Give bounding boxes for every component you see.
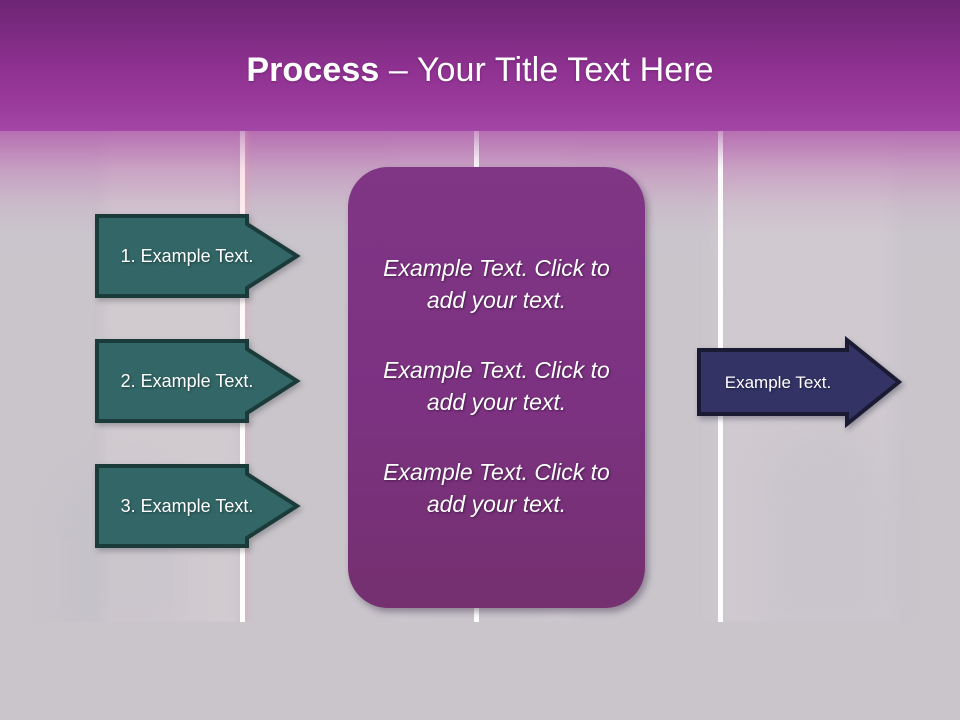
page-title: Process – Your Title Text Here	[0, 49, 960, 91]
right-arrow-icon	[697, 335, 903, 429]
detail-panel-paragraph: Example Text. Click to add your text.	[383, 458, 610, 517]
process-step-arrow-3[interactable]: 3. Example Text.	[95, 464, 301, 548]
process-step-arrow-2[interactable]: 2. Example Text.	[95, 339, 301, 423]
detail-panel-paragraph: Example Text. Click to add your text.	[383, 254, 610, 313]
right-arrow-icon	[95, 464, 301, 548]
arrow-shape: 3. Example Text.	[95, 464, 301, 548]
process-step-arrow-1[interactable]: 1. Example Text.	[95, 214, 301, 298]
background-bottom-band	[0, 622, 960, 720]
arrow-shape: 2. Example Text.	[95, 339, 301, 423]
page-title-strong: Process	[246, 51, 380, 89]
detail-panel[interactable]: Example Text. Click to add your text. Ex…	[348, 167, 645, 608]
arrow-shape: Example Text.	[697, 335, 903, 429]
process-output-arrow[interactable]: Example Text.	[697, 335, 903, 429]
page-title-rest: – Your Title Text Here	[379, 51, 714, 89]
background-blur-shape	[760, 430, 890, 630]
detail-panel-paragraph: Example Text. Click to add your text.	[383, 356, 610, 415]
right-arrow-icon	[95, 339, 301, 423]
right-arrow-icon	[95, 214, 301, 298]
title-bar	[0, 0, 960, 131]
arrow-shape: 1. Example Text.	[95, 214, 301, 298]
